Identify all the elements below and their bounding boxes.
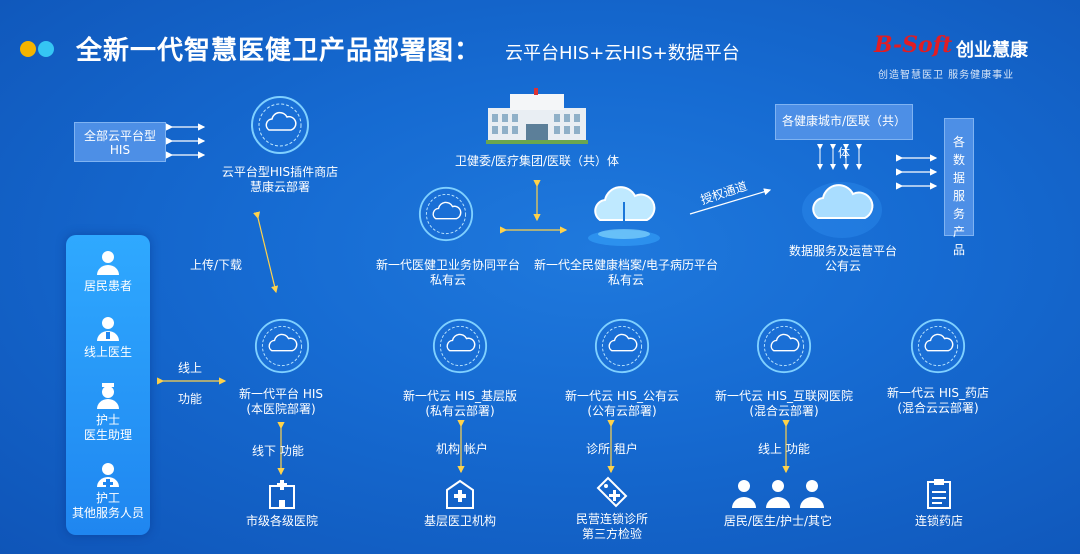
user-roles-panel: 居民患者 线上医生 护士 医生助理 护工 其他服务人员 bbox=[66, 235, 150, 535]
platform-basic-label: 新一代云 HIS_基层版 (私有云部署) bbox=[390, 389, 530, 419]
role-online-doctor-label: 线上医生 bbox=[83, 345, 132, 359]
data-platform-label: 数据服务及运营平台 公有云 bbox=[770, 244, 916, 274]
page-subtitle: 云平台HIS+云HIS+数据平台 bbox=[505, 43, 740, 64]
online-label: 线上 bbox=[178, 361, 203, 375]
caregiver-icon bbox=[97, 463, 119, 487]
data-cloud-icon bbox=[802, 182, 882, 238]
platform-public-line2: (公有云部署) bbox=[587, 404, 657, 418]
cloud-globe-icon bbox=[432, 318, 488, 374]
data-platform-line2: 公有云 bbox=[824, 259, 861, 273]
clinic-building-icon bbox=[446, 479, 474, 509]
upload-download-label: 上传/下载 bbox=[190, 258, 243, 272]
plugin-store-line1: 云平台型HIS插件商店 bbox=[221, 165, 339, 179]
all-cloud-his-box: 全部云平台型HIS bbox=[74, 122, 166, 162]
box-to-store-arrows bbox=[166, 123, 206, 159]
cloud-globe-icon bbox=[418, 186, 474, 242]
accent-dot-yellow bbox=[20, 41, 36, 57]
brand-name: 创业慧康 bbox=[956, 40, 1028, 61]
box-to-data-platform-arrows bbox=[817, 144, 862, 170]
role-caregiver-label2: 其他服务人员 bbox=[71, 506, 144, 520]
platform-his-line1: 新一代平台 HIS bbox=[239, 387, 323, 401]
platform-pharmacy-line2: (混合云云部署) bbox=[897, 401, 979, 415]
ehr-platform-label: 新一代全民健康档案/电子病历平台 私有云 bbox=[528, 258, 724, 288]
data-platform-line1: 数据服务及运营平台 bbox=[788, 244, 897, 258]
hospital-icon bbox=[269, 480, 295, 509]
role-nurse-label2: 医生助理 bbox=[83, 428, 132, 442]
ehr-platform-line1: 新一代全民健康档案/电子病历平台 bbox=[533, 258, 719, 272]
cloud-globe-icon bbox=[254, 318, 310, 374]
medical-tag-icon bbox=[596, 476, 628, 508]
data-platform-to-products-arrows bbox=[896, 154, 938, 190]
role-resident: 居民患者 bbox=[66, 249, 150, 294]
accent-dot-cyan bbox=[38, 41, 54, 57]
ehr-cloud-icon bbox=[588, 186, 660, 246]
offline-function-label: 线下 功能 bbox=[252, 444, 304, 458]
government-building-icon bbox=[486, 88, 588, 144]
platform-public-label: 新一代云 HIS_公有云 (公有云部署) bbox=[552, 389, 692, 419]
cloud-globe-icon bbox=[910, 318, 966, 374]
brand-logo: B-Soft 创业慧康 创造智慧医卫 服务健康事业 bbox=[868, 30, 1058, 82]
users-group-icon bbox=[732, 480, 824, 508]
platform-internet-label: 新一代云 HIS_互联网医院 (混合云部署) bbox=[704, 389, 864, 419]
page-title: 全新一代智慧医健卫产品部署图： bbox=[76, 36, 482, 66]
cloud-globe-icon bbox=[594, 318, 650, 374]
platform-internet-line1: 新一代云 HIS_互联网医院 bbox=[715, 389, 853, 403]
auth-channel-arrow bbox=[689, 188, 772, 215]
private-clinic-line1: 民营连锁诊所 bbox=[575, 512, 648, 526]
role-resident-label: 居民患者 bbox=[83, 279, 132, 293]
platform-his-label: 新一代平台 HIS (本医院部署) bbox=[216, 387, 346, 417]
pharmacy-clipboard-icon bbox=[927, 479, 951, 509]
plugin-store-label: 云平台型HIS插件商店 慧康云部署 bbox=[210, 165, 350, 195]
platform-his-line2: (本医院部署) bbox=[246, 402, 316, 416]
chain-pharmacy-label: 连锁药店 bbox=[914, 514, 963, 528]
city-hospital-label: 市级各级医院 bbox=[245, 514, 318, 528]
institution-account-label: 机构 帐户 bbox=[436, 442, 488, 456]
role-online-doctor: 线上医生 bbox=[66, 315, 150, 360]
grassroots-clinic-label: 基层医卫机构 bbox=[423, 514, 496, 528]
nurse-icon bbox=[97, 383, 119, 409]
clinic-tenant-label: 诊所 租户 bbox=[586, 442, 638, 456]
doctor-icon bbox=[97, 317, 119, 341]
collab-platform-label: 新一代医健卫业务协同平台 私有云 bbox=[368, 258, 528, 288]
resident-icon bbox=[97, 251, 119, 275]
data-products-box: 各数据服务产品 bbox=[944, 118, 974, 257]
platform-pharmacy-line1: 新一代云 HIS_药店 bbox=[887, 386, 989, 400]
brand-slogan: 创造智慧医卫 服务健康事业 bbox=[878, 70, 1015, 81]
platform-basic-line2: (私有云部署) bbox=[425, 404, 495, 418]
health-commission-label: 卫健委/医疗集团/医联（共）体 bbox=[454, 154, 620, 168]
function-label: 功能 bbox=[178, 392, 203, 406]
private-clinic-label: 民营连锁诊所 第三方检验 bbox=[560, 512, 664, 542]
brand-mark: B-Soft bbox=[874, 32, 953, 58]
platform-public-line1: 新一代云 HIS_公有云 bbox=[565, 389, 679, 403]
platform-internet-line2: (混合云部署) bbox=[749, 404, 819, 418]
collab-platform-line1: 新一代医健卫业务协同平台 bbox=[375, 258, 520, 272]
role-nurse-label: 护士 bbox=[95, 413, 120, 427]
cloud-globe-icon bbox=[756, 318, 812, 374]
plugin-store-line2: 慧康云部署 bbox=[249, 180, 310, 194]
platform-basic-line1: 新一代云 HIS_基层版 bbox=[403, 389, 517, 403]
private-clinic-line2: 第三方检验 bbox=[581, 527, 642, 541]
collab-platform-line2: 私有云 bbox=[429, 273, 466, 287]
upload-download-connector bbox=[253, 211, 279, 294]
cloud-globe-icon bbox=[251, 96, 309, 154]
role-caregiver: 护工 其他服务人员 bbox=[66, 461, 150, 521]
role-caregiver-label: 护工 bbox=[95, 491, 120, 505]
ehr-platform-line2: 私有云 bbox=[607, 273, 644, 287]
residents-staff-label: 居民/医生/护士/其它 bbox=[723, 514, 833, 528]
role-nurse: 护士 医生助理 bbox=[66, 383, 150, 443]
health-city-box: 各健康城市/医联（共）体 bbox=[775, 104, 913, 160]
platform-pharmacy-label: 新一代云 HIS_药店 (混合云云部署) bbox=[868, 386, 1008, 416]
online-function-label: 线上 功能 bbox=[758, 442, 810, 456]
